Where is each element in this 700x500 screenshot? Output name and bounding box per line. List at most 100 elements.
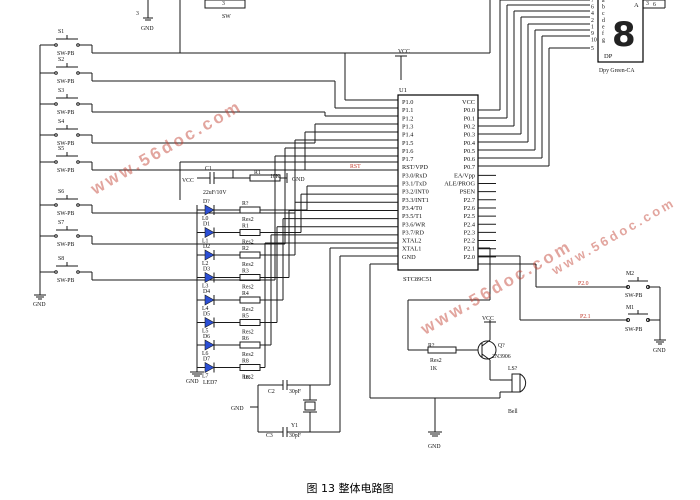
buzzer-part: Bell xyxy=(508,409,518,415)
led-channel: D?L0R?Res2 xyxy=(197,185,398,223)
display-pin-number: 6 xyxy=(591,5,594,11)
display-pin-number: 5 xyxy=(591,46,594,52)
mcu-right-pin: P2.7 xyxy=(464,197,475,204)
watermark-2: www.56doc.com xyxy=(417,236,576,339)
left-gnd-label: GND xyxy=(33,302,46,308)
led-lref: L6 xyxy=(202,351,209,357)
left-switch-type: SW-PB xyxy=(57,278,75,284)
mcu-left-pin: P1.4 xyxy=(402,132,414,139)
top-sw-label: SW xyxy=(222,14,231,20)
display-dp-label: DP xyxy=(604,53,613,60)
led-res-val: Res2 xyxy=(242,262,254,268)
p3-wires xyxy=(179,161,398,200)
c2-val: 30pF xyxy=(289,389,302,395)
left-switches: S1SW-PBS2SW-PBS3SW-PBS4SW-PBS5SW-PBS6SW-… xyxy=(33,29,398,308)
top-left-gnd-label: GND xyxy=(141,26,154,32)
switch-to-p1-wires xyxy=(91,45,398,281)
led-res-ref: R8 xyxy=(242,359,249,365)
led-ref: D7 xyxy=(203,357,210,363)
mcu-right-pin: P0.5 xyxy=(464,148,475,155)
watermark-3: www.56doc.com xyxy=(548,194,678,278)
mcu-right-pin: P0.0 xyxy=(464,107,475,114)
mcu-left-pin: P3.2/INT0 xyxy=(402,189,429,196)
mcu-part: STC89C51 xyxy=(403,276,432,283)
display-pin-number: 7 xyxy=(591,0,594,4)
c3-val: 30pF xyxy=(289,433,302,439)
led-res-ref: R6 xyxy=(242,336,249,342)
display-body xyxy=(597,0,644,63)
mcu-left-pin: P3.1/TxD xyxy=(402,181,427,188)
led-res-val: Res2 xyxy=(242,330,254,336)
display-seg-letter: b xyxy=(602,5,605,11)
left-switch-type: SW-PB xyxy=(57,141,75,147)
mcu-right-pin: P0.3 xyxy=(464,132,475,139)
mcu-left-pin: XTAL1 xyxy=(402,246,421,253)
buzzer-circuit: R? Res2 1K VCC Q? 2N3906 LS? Bell xyxy=(407,247,527,415)
display-seg-letter: c xyxy=(602,11,605,17)
mcu-body xyxy=(397,94,479,271)
mcu-right-pin: VCC xyxy=(462,99,475,106)
reset-res-val: 10K xyxy=(270,174,281,180)
top-sw-pin-label: 3 xyxy=(222,1,225,7)
p2-keys: P2.1 P2.0 M2 SW-PB M1 SW-PB GND xyxy=(478,255,666,354)
led-ref: D? xyxy=(203,199,210,205)
key-m1-ref: M1 xyxy=(626,305,634,311)
top-left-small-label: 3 xyxy=(136,11,139,17)
led-gnd-label: GND xyxy=(186,379,199,385)
left-switch-ref: S1 xyxy=(58,29,64,35)
display-seg-letter: d xyxy=(602,18,605,24)
mcu-right-pin: P0.1 xyxy=(464,115,475,122)
left-switch-ref: S4 xyxy=(58,119,64,125)
mcu-left-pin: P1.1 xyxy=(402,107,413,114)
left-switch-type: SW-PB xyxy=(57,211,75,217)
left-switch-type: SW-PB xyxy=(57,110,75,116)
buzzer-ref: LS? xyxy=(508,366,518,372)
mcu-right-pin: P2.5 xyxy=(464,213,475,220)
led-ref: D6 xyxy=(203,334,210,340)
port0-bus xyxy=(478,0,590,167)
display-pin-number: 2 xyxy=(591,18,594,24)
display-anode-label: A xyxy=(634,2,639,9)
key-m1-type: SW-PB xyxy=(625,327,643,333)
led-res-ref: R2 xyxy=(242,246,249,252)
led-res-ref: R? xyxy=(242,201,249,207)
led-ref: D2 xyxy=(203,244,210,250)
crystal-gnd-label: GND xyxy=(231,406,244,412)
key-m2-type: SW-PB xyxy=(625,293,643,299)
display-anode-pin: 3 xyxy=(646,1,649,7)
mcu-left-pin: P1.0 xyxy=(402,99,413,106)
mcu: U1 STC89C51 P1.0P1.1P1.2P1.3P1.4P1.5P1.6… xyxy=(397,87,496,283)
mcu-left-pin: P1.5 xyxy=(402,140,413,147)
led-res-last: 1K xyxy=(243,375,251,381)
led-ref: D5 xyxy=(203,312,210,318)
key-m2-ref: M2 xyxy=(626,271,634,277)
buzzer-vcc-label: VCC xyxy=(482,316,494,322)
mcu-ref: U1 xyxy=(399,87,407,94)
mcu-left-pin: P3.6/WR xyxy=(402,221,426,228)
reset-gnd-label: GND xyxy=(292,177,305,183)
display-digit: 8 xyxy=(612,15,636,55)
transistor-ref: Q? xyxy=(498,343,505,349)
display-seg-letter: e xyxy=(602,24,605,30)
mcu-right-pin: EA/Vpp xyxy=(454,172,475,179)
led-lref: L2 xyxy=(202,261,209,267)
led-res-ref: R3 xyxy=(242,269,249,275)
mcu-right-pin: P2.3 xyxy=(464,229,475,236)
led-bank: D?L0R?Res2D1L1R1Res2D2L2R2Res2D3L3R3Res2… xyxy=(186,185,398,386)
mcu-left-pin: XTAL2 xyxy=(402,238,421,245)
crystal-circuit: GND C2 30pF C3 30pF Y1 xyxy=(231,247,398,439)
c2-ref: C2 xyxy=(268,389,275,395)
led-res-val: Res2 xyxy=(242,240,254,246)
buzzer-res-val: Res2 xyxy=(430,358,442,364)
mcu-left-pin: P1.6 xyxy=(402,148,413,155)
mcu-gnd-wire: GND xyxy=(369,263,442,450)
